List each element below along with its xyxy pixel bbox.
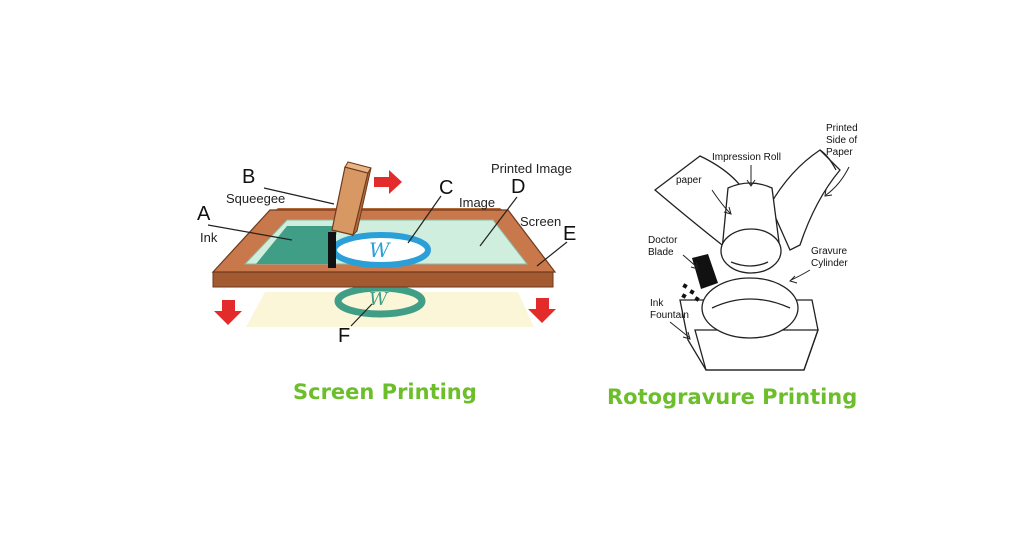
- label-printed-image: Printed Image: [491, 161, 572, 176]
- printed-logo-glyph: W: [369, 289, 388, 310]
- label-image: Image: [459, 195, 496, 210]
- label-screen: Screen: [520, 214, 562, 229]
- label-gravure-cylinder: Gravure Cylinder: [811, 246, 848, 269]
- ink-droplets: [681, 283, 700, 302]
- label-paper: paper: [676, 175, 702, 186]
- screen-logo-glyph: W: [369, 238, 390, 262]
- lift-arrow-left: [214, 300, 242, 325]
- label-c: C: [439, 177, 454, 199]
- label-printed-side: Printed Side of Paper: [826, 123, 858, 158]
- label-ink-fountain: Ink Fountain: [650, 298, 689, 321]
- label-ink: Ink: [200, 230, 218, 245]
- label-b: B: [242, 166, 256, 188]
- caption-rotogravure-printing: Rotogravure Printing: [607, 385, 858, 409]
- direction-arrow-right: [374, 170, 402, 194]
- impression-roll-end: [720, 228, 782, 274]
- printed-image-ring: [334, 284, 426, 318]
- paper-sheet-out: [769, 149, 841, 251]
- label-e: E: [563, 223, 577, 245]
- label-impression-roll: Impression Roll: [712, 152, 781, 163]
- ink-patch: [256, 226, 338, 264]
- label-d: D: [511, 176, 526, 198]
- squeegee: [328, 161, 372, 268]
- substrate-sheet: [246, 292, 534, 327]
- label-a: A: [197, 203, 211, 225]
- caption-screen-printing: Screen Printing: [293, 380, 477, 404]
- lift-arrow-right: [528, 298, 556, 323]
- label-f: F: [338, 325, 351, 347]
- label-squeegee: Squeegee: [226, 191, 286, 206]
- label-doctor-blade: Doctor Blade: [648, 235, 678, 258]
- gravure-cylinder: [701, 277, 799, 339]
- doctor-blade: [692, 254, 718, 289]
